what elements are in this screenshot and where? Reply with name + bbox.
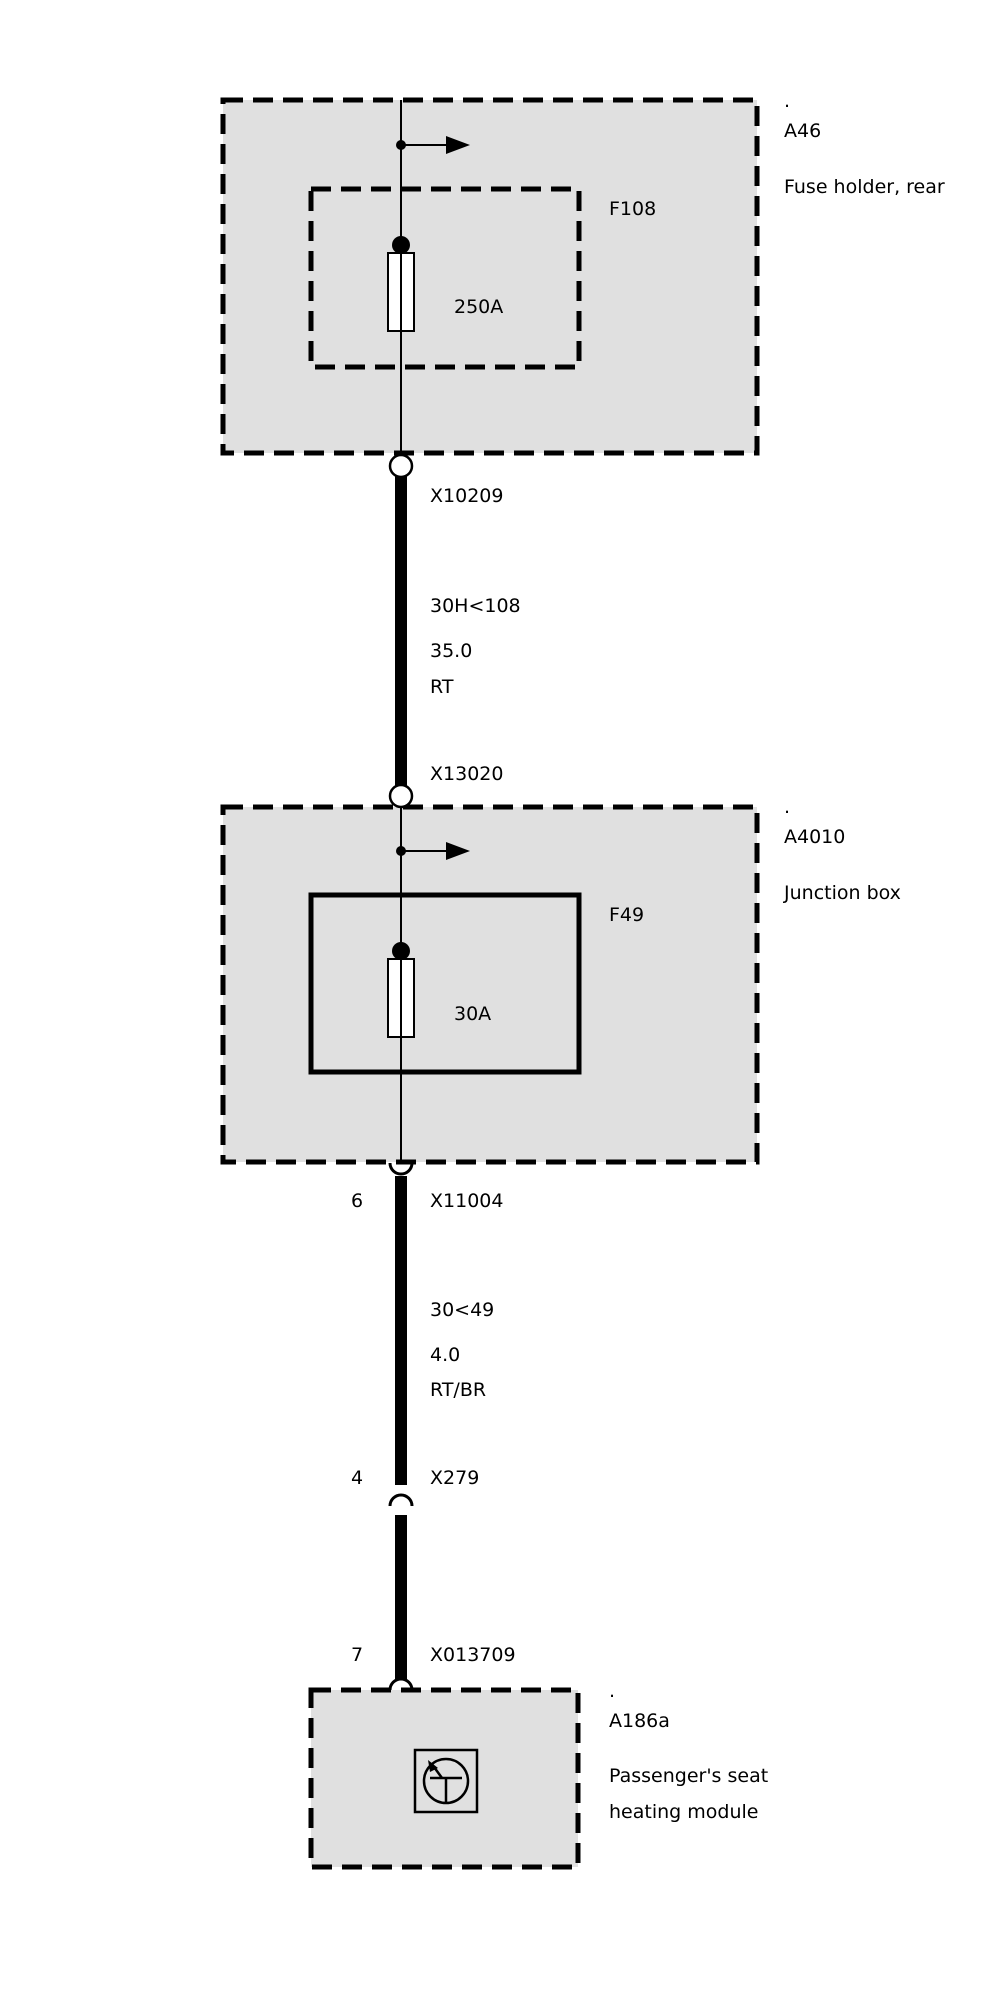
module-a46-code: A46 <box>784 120 821 142</box>
fuse-icon <box>387 236 415 332</box>
module-a186a-dot: . <box>609 1680 615 1702</box>
connector-x13020-symbol <box>388 783 414 809</box>
wire2-color: RT/BR <box>430 1379 486 1401</box>
connector-x279-symbol <box>388 1493 414 1507</box>
connector-x10209-label: X10209 <box>430 485 503 507</box>
module-a4010-code: A4010 <box>784 826 845 848</box>
module-a46 <box>220 97 760 456</box>
module-a186a-name-line2: heating module <box>609 1801 758 1823</box>
connector-x013709-symbol <box>388 1677 414 1691</box>
connector-x11004-pin: 6 <box>351 1190 363 1212</box>
module-a186a-code: A186a <box>609 1710 670 1732</box>
module-a46-name: Fuse holder, rear <box>784 176 945 198</box>
fuse-icon <box>387 942 415 1038</box>
connector-x10209-symbol <box>388 453 414 479</box>
connector-x013709-pin: 7 <box>351 1644 363 1666</box>
connector-x13020-label: X13020 <box>430 763 503 785</box>
module-a4010-dot: . <box>784 796 790 818</box>
transistor-icon <box>413 1748 479 1814</box>
module-a46-dot: . <box>784 90 790 112</box>
wire1-color: RT <box>430 676 454 698</box>
fuse-f108-rating: 250A <box>454 296 503 318</box>
connector-x11004-label: X11004 <box>430 1190 503 1212</box>
module-a4010-name: Junction box <box>783 882 901 904</box>
wire1-cross-section: 35.0 <box>430 640 472 662</box>
wire2-cross-section: 4.0 <box>430 1344 460 1366</box>
fuse-f49-rating: 30A <box>454 1003 491 1025</box>
module-a46-box <box>220 97 760 456</box>
wire1-signal: 30H<108 <box>430 595 521 617</box>
fuse-f49-code: F49 <box>609 904 644 926</box>
fuse-f49-box <box>308 892 582 1075</box>
fuse-f108-box <box>308 186 582 370</box>
connector-x279-pin: 4 <box>351 1467 363 1489</box>
connector-x11004-symbol <box>388 1162 414 1176</box>
wire2-signal: 30<49 <box>430 1299 494 1321</box>
fuse-f108-code: F108 <box>609 198 656 220</box>
module-a186a-name-line1: Passenger's seat <box>609 1765 768 1787</box>
arrow-right-icon <box>396 136 470 154</box>
arrow-right-icon <box>396 842 470 860</box>
connector-x013709-label: X013709 <box>430 1644 516 1666</box>
connector-x279-label: X279 <box>430 1467 479 1489</box>
module-a4010-box <box>220 804 760 1165</box>
module-a4010 <box>220 804 760 1165</box>
